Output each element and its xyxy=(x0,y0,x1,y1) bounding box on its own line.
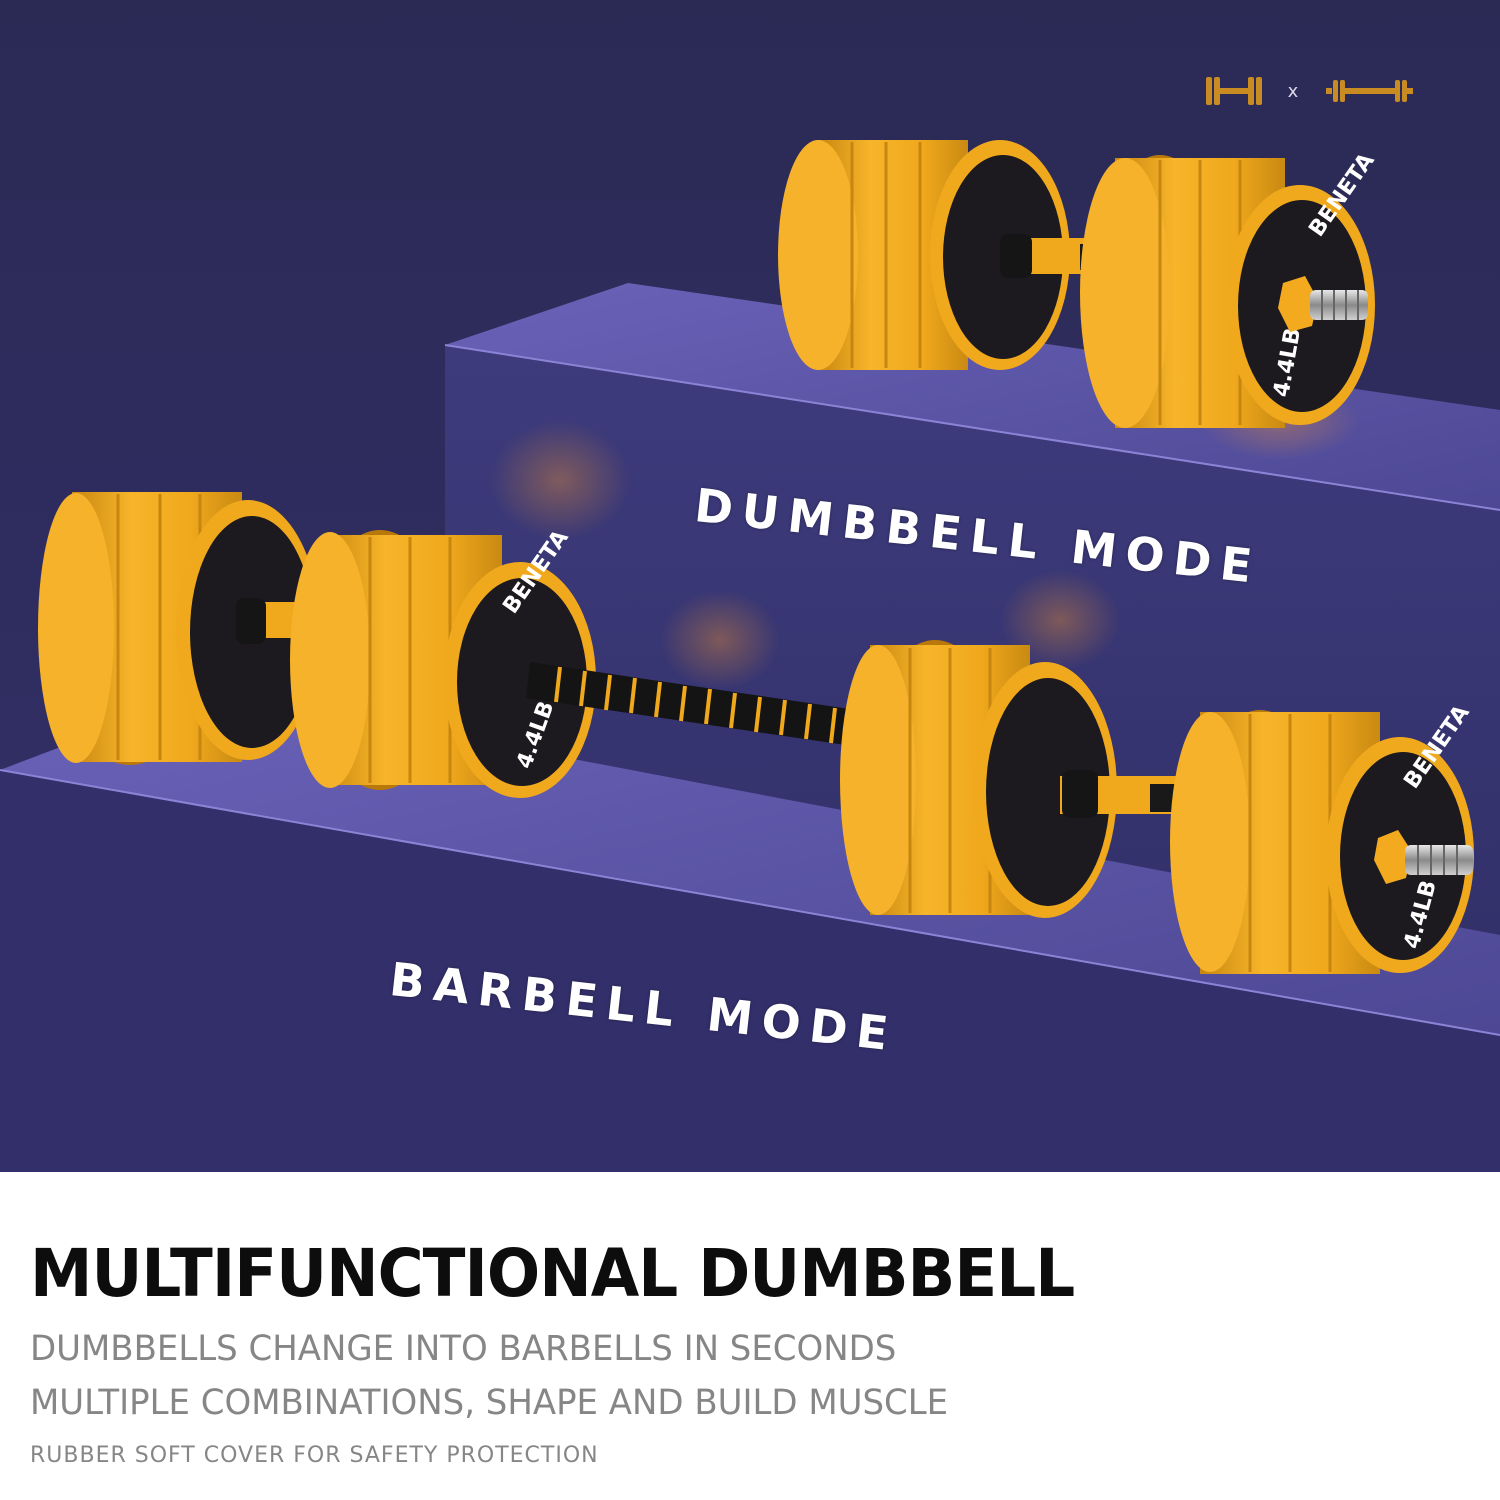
times-icon: x xyxy=(1288,81,1299,102)
product-scene: BENETA 4.4LB xyxy=(0,0,1500,1172)
feature-line-2: MULTIPLE COMBINATIONS, SHAPE AND BUILD M… xyxy=(30,1383,949,1423)
feature-line-3: RUBBER SOFT COVER FOR SAFETY PROTECTION xyxy=(30,1443,599,1468)
barbell: BENETA 4.4LB xyxy=(38,492,1475,974)
dumbbell-icon xyxy=(1206,77,1262,105)
headline: MULTIFUNCTIONAL DUMBBELL xyxy=(30,1235,1075,1312)
caption-panel: MULTIFUNCTIONAL DUMBBELL DUMBBELLS CHANG… xyxy=(0,1172,1500,1500)
mode-icons: x xyxy=(1206,77,1413,105)
connector-bar xyxy=(526,662,870,748)
barbell-icon xyxy=(1326,80,1413,102)
dumbbell: BENETA 4.4LB xyxy=(778,140,1380,428)
feature-line-1: DUMBBELLS CHANGE INTO BARBELLS IN SECOND… xyxy=(30,1329,897,1369)
